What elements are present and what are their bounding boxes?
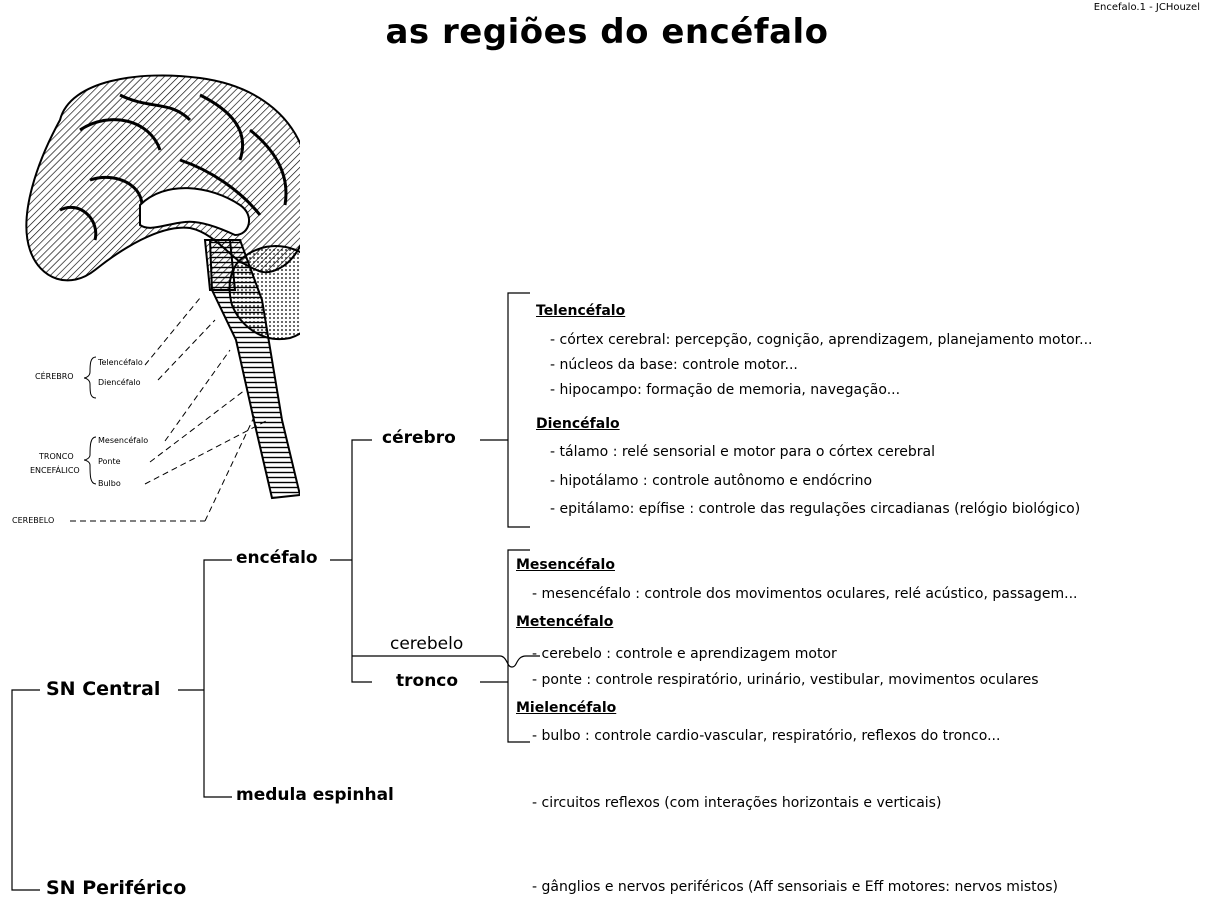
item-mesencefalo-1: - mesencéfalo : controle dos movimentos … bbox=[532, 586, 1078, 602]
fig-label-diencefalo: Diencéfalo bbox=[98, 378, 141, 387]
node-cerebelo: cerebelo bbox=[390, 634, 464, 654]
fig-label-telencefalo: Telencéfalo bbox=[98, 358, 143, 367]
medula-description: - circuitos reflexos (com interações hor… bbox=[532, 795, 942, 811]
fig-label-cerebro: CÉREBRO bbox=[35, 372, 74, 381]
item-diencefalo-3: - epitálamo: epífise : controle das regu… bbox=[550, 501, 1081, 517]
item-telencefalo-1: - córtex cerebral: percepção, cognição, … bbox=[550, 332, 1093, 348]
node-tronco: tronco bbox=[396, 671, 459, 691]
node-encefalo: encéfalo bbox=[236, 548, 318, 568]
periferico-description: - gânglios e nervos periféricos (Aff sen… bbox=[532, 879, 1058, 895]
item-telencefalo-3: - hipocampo: formação de memoria, navega… bbox=[550, 382, 901, 398]
item-metencefalo-2: - ponte : controle respiratório, urinári… bbox=[532, 672, 1039, 688]
heading-mielencefalo: Mielencéfalo bbox=[516, 700, 617, 716]
node-medula: medula espinhal bbox=[236, 785, 394, 805]
fig-label-bulbo: Bulbo bbox=[98, 479, 121, 488]
item-diencefalo-1: - tálamo : relé sensorial e motor para o… bbox=[550, 444, 935, 460]
fig-label-tronco-1: TRONCO bbox=[39, 452, 74, 461]
heading-mesencefalo: Mesencéfalo bbox=[516, 557, 615, 573]
node-cerebro: cérebro bbox=[382, 428, 456, 448]
fig-label-cerebelo: CEREBELO bbox=[12, 516, 55, 525]
heading-metencefalo: Metencéfalo bbox=[516, 614, 614, 630]
heading-diencefalo: Diencéfalo bbox=[536, 416, 620, 432]
node-sn-periferico: SN Periférico bbox=[46, 877, 187, 899]
item-mielencefalo-1: - bulbo : controle cardio-vascular, resp… bbox=[532, 728, 1001, 744]
fig-label-mesencefalo: Mesencéfalo bbox=[98, 436, 149, 445]
page-title: as regiões do encéfalo bbox=[385, 12, 829, 52]
node-sn-central: SN Central bbox=[46, 678, 161, 700]
fig-label-ponte: Ponte bbox=[98, 457, 121, 466]
item-telencefalo-2: - núcleos da base: controle motor... bbox=[550, 357, 798, 373]
brain-illustration bbox=[25, 74, 300, 500]
heading-telencefalo: Telencéfalo bbox=[536, 303, 626, 319]
fig-label-tronco-2: ENCEFÁLICO bbox=[30, 466, 80, 475]
item-metencefalo-1: - cerebelo : controle e aprendizagem mot… bbox=[532, 646, 837, 662]
credit-text: Encefalo.1 - JCHouzel bbox=[1093, 2, 1200, 13]
item-diencefalo-2: - hipotálamo : controle autônomo e endóc… bbox=[550, 473, 873, 489]
brainstem bbox=[208, 239, 300, 500]
